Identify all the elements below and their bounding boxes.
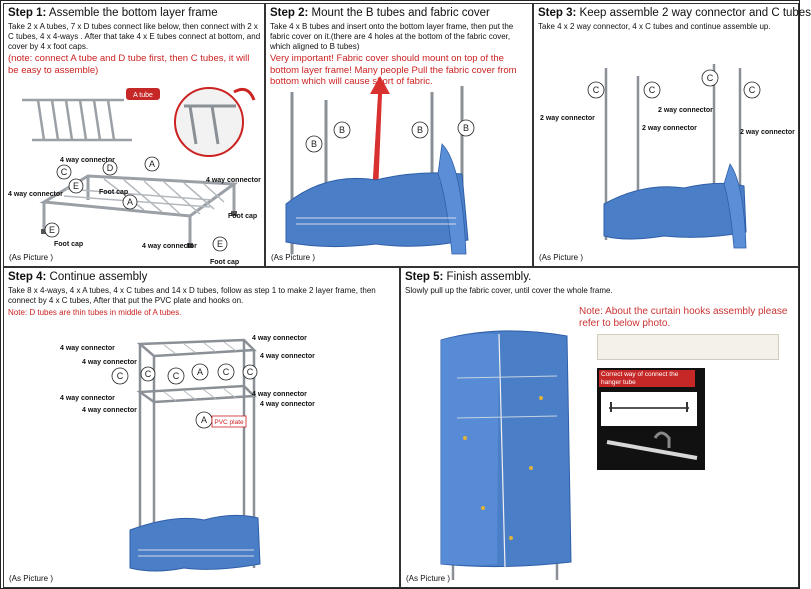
label-4way-bottom: 4 way connector — [142, 243, 197, 250]
step3-title: Step 3: Keep assemble 2 way connector an… — [538, 7, 811, 19]
label-4way-r2: 4 way connector — [260, 353, 315, 360]
label-2way-4: 2 way connector — [740, 129, 795, 136]
label-foot-cap-1: Foot cap — [99, 189, 128, 196]
svg-text:C: C — [593, 85, 600, 95]
step2-note: Very important! Fabric cover should moun… — [270, 53, 517, 87]
svg-text:C: C — [247, 367, 254, 377]
step4-as-picture: (As Picture ) — [9, 574, 54, 583]
step4-description: Take 8 x 4-ways, 4 x A tubes, 4 x C tube… — [8, 286, 376, 305]
step2-illustration: B B B B — [285, 76, 475, 255]
fabric-cover — [603, 182, 747, 240]
label-foot-cap-2: Foot cap — [228, 213, 257, 220]
svg-text:C: C — [707, 73, 714, 83]
svg-text:A: A — [201, 415, 207, 425]
step3-panel: Step 3: Keep assemble 2 way connector an… — [533, 3, 811, 267]
label-4way-left: 4 way connector — [8, 191, 63, 198]
letter-markers: B B B B — [305, 119, 475, 153]
svg-text:D: D — [107, 163, 114, 173]
step2-description: Take 4 x B tubes and insert onto the bot… — [270, 22, 514, 51]
svg-text:E: E — [49, 225, 55, 235]
hanger-connection-photo: Correct way of connect the hanger tube — [597, 368, 705, 470]
label-4way-r1: 4 way connector — [252, 335, 307, 342]
svg-text:A: A — [197, 367, 203, 377]
step5-illustration — [440, 330, 572, 580]
step3-description: Take 4 x 2 way connector, 4 x C tubes an… — [538, 22, 771, 31]
svg-text:A: A — [149, 159, 155, 169]
step4-illustration: 4 way connector 4 way connector 4 way co… — [60, 335, 315, 572]
step5-title: Step 5: Finish assembly. — [405, 271, 532, 283]
zoom-detail-circle — [174, 87, 244, 157]
a-tube-tag: A tube — [133, 92, 153, 99]
step2-as-picture: (As Picture ) — [271, 253, 316, 262]
label-foot-cap-4: Foot cap — [210, 259, 239, 266]
letter-markers: C C C C — [587, 69, 761, 99]
letter-markers: C C C A C C A — [111, 363, 258, 429]
label-2way-3: 2 way connector — [658, 107, 713, 114]
svg-text:B: B — [417, 125, 423, 135]
step4-note: Note: D tubes are thin tubes in middle o… — [8, 308, 182, 317]
step1-as-picture: (As Picture ) — [9, 253, 54, 262]
label-4way-r4: 4 way connector — [260, 401, 315, 408]
svg-text:C: C — [145, 369, 152, 379]
step4-title: Step 4: Continue assembly — [8, 271, 148, 283]
svg-text:C: C — [649, 85, 656, 95]
svg-text:C: C — [117, 371, 124, 381]
label-4way-right: 4 way connector — [206, 177, 261, 184]
step5-note: Note: About the curtain hooks assembly p… — [579, 306, 788, 329]
pvc-plate-tag: PVC plate — [214, 419, 244, 426]
svg-text:B: B — [311, 139, 317, 149]
step1-panel: Step 1: Assemble the bottom layer frame … — [3, 3, 265, 267]
letter-markers: C D A A E E E — [44, 156, 228, 252]
step5-panel: Step 5: Finish assembly. Slowly pull up … — [400, 267, 799, 588]
svg-text:E: E — [217, 239, 223, 249]
label-foot-cap-3: Foot cap — [54, 241, 83, 248]
svg-text:C: C — [173, 371, 180, 381]
step1-title: Step 1: Assemble the bottom layer frame — [8, 7, 218, 19]
step1-description: Take 2 x A tubes, 7 x D tubes connect li… — [8, 22, 261, 51]
svg-text:B: B — [339, 125, 345, 135]
svg-text:E: E — [73, 181, 79, 191]
fabric-cover — [129, 514, 261, 572]
pull-up-arrow — [370, 76, 390, 194]
step5-description: Slowly pull up the fabric cover, until c… — [405, 286, 613, 295]
label-4way-top: 4 way connector — [60, 157, 115, 164]
step5-as-picture: (As Picture ) — [406, 574, 451, 583]
svg-text:C: C — [749, 85, 756, 95]
svg-text:A: A — [127, 197, 133, 207]
step1-illustration: A tube 4 way connector 4 way connector 4… — [8, 87, 261, 266]
label-4way-l2: 4 way connector — [82, 359, 137, 366]
hook-caption: Correct way of connect the hanger tube — [599, 370, 695, 387]
step1-note: (note: connect A tube and D tube first, … — [8, 53, 250, 76]
fabric-cover — [285, 172, 469, 248]
label-4way-l4: 4 way connector — [82, 407, 137, 414]
svg-text:B: B — [463, 123, 469, 133]
label-4way-r3: 4 way connector — [252, 391, 307, 398]
step2-title: Step 2: Mount the B tubes and fabric cov… — [270, 7, 490, 19]
label-4way-l3: 4 way connector — [60, 395, 115, 402]
label-2way-1: 2 way connector — [540, 115, 595, 122]
svg-text:C: C — [61, 167, 68, 177]
label-4way-l1: 4 way connector — [60, 345, 115, 352]
svg-text:C: C — [223, 367, 230, 377]
step2-panel: Step 2: Mount the B tubes and fabric cov… — [265, 3, 533, 267]
label-2way-2: 2 way connector — [642, 125, 697, 132]
step3-illustration: 2 way connector 2 way connector 2 way co… — [540, 64, 795, 249]
curtain-hooks-photo — [597, 334, 779, 360]
step4-panel: Step 4: Continue assembly Take 8 x 4-way… — [3, 267, 400, 588]
step3-as-picture: (As Picture ) — [539, 253, 584, 262]
hook-diagram — [601, 392, 697, 426]
